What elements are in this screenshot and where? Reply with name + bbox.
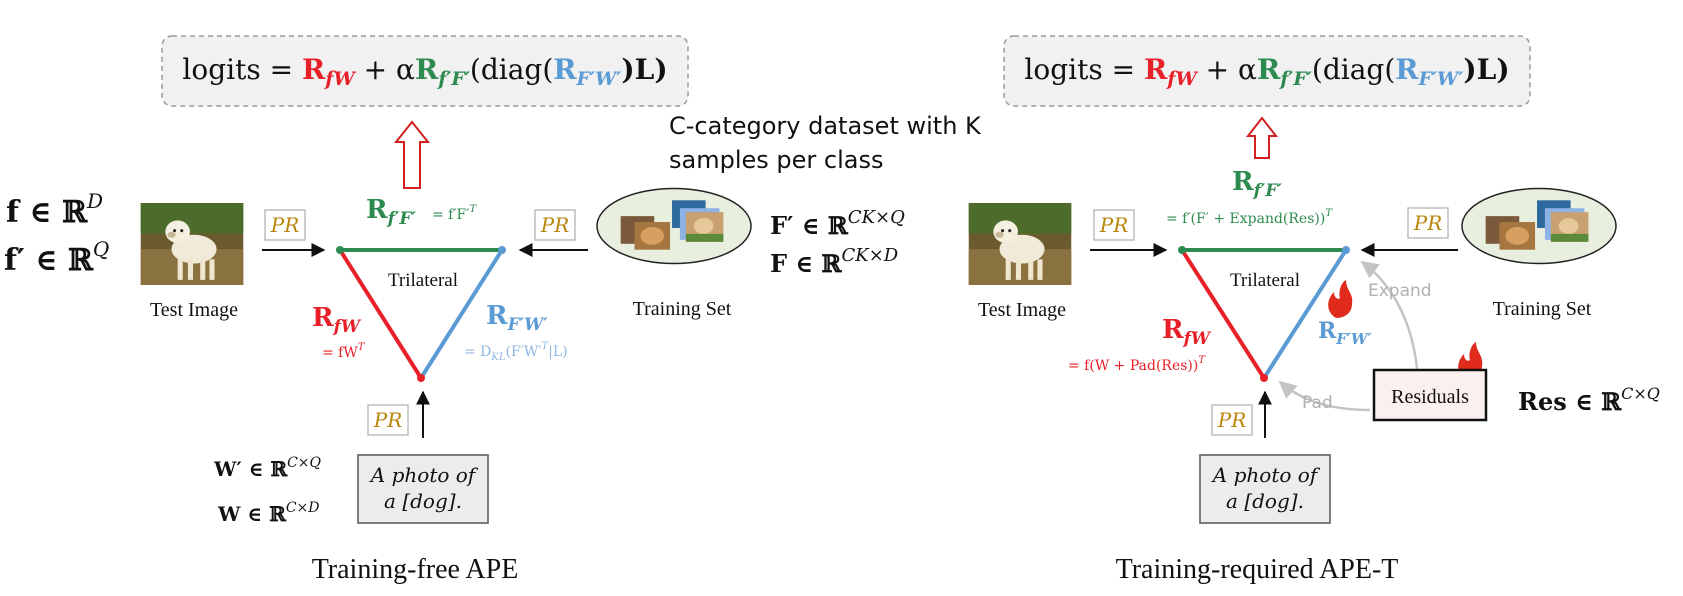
edge-f-F-label: Rf′F′ <box>366 195 416 229</box>
training-set-label: Training Set <box>1493 298 1592 320</box>
edge-F-W <box>1262 248 1348 380</box>
dataset-caption-line-1: C-category dataset with K <box>669 112 982 140</box>
test-image-label: Test Image <box>978 299 1066 321</box>
pad-label: Pad <box>1302 393 1333 413</box>
formula-text: logits = RfW + αRf′F′(diag(RF′W′)L) <box>1024 53 1509 90</box>
edge-f-F-formula: = f′F′T <box>432 204 477 223</box>
edge-F-W-formula: = DKL(F′W′T|L) <box>464 341 568 363</box>
svg-text:Residuals: Residuals <box>1391 386 1469 408</box>
edge-F-W <box>419 248 504 380</box>
svg-text:a [dog].: a [dog]. <box>1226 489 1304 513</box>
training-set-image <box>596 187 752 265</box>
W-prime-in-rcq: W′ ∈ ℝC×Q <box>213 455 322 481</box>
svg-text:PR: PR <box>270 213 300 237</box>
F-prime-in-rckq: F′ ∈ ℝCK×Q <box>770 207 905 240</box>
panel-title: Training-free APE <box>312 554 519 585</box>
vertex-f <box>1178 246 1186 254</box>
svg-text:A photo of: A photo of <box>1211 463 1321 487</box>
panel-title: Training-required APE-T <box>1116 554 1399 585</box>
edge-f-W <box>1180 248 1266 380</box>
vertex-F <box>498 246 506 254</box>
panel-training-required: logits = RfW + αRf′F′(diag(RF′W′)L) Rf′F… <box>968 35 1660 585</box>
pr-box-bottom: PR <box>1211 404 1253 436</box>
pr-box-right: PR <box>534 209 576 241</box>
svg-text:a [dog].: a [dog]. <box>384 489 462 513</box>
svg-text:PR: PR <box>1099 213 1129 237</box>
training-set-image <box>1461 187 1617 265</box>
edge-F-W-label: RF′W′ <box>486 301 548 335</box>
prompt-box: A photo of a [dog]. <box>1199 454 1331 524</box>
hollow-up-arrow <box>1245 116 1279 159</box>
formula-text: logits = RfW + αRf′F′(diag(RF′W′)L) <box>182 53 667 90</box>
svg-text:PR: PR <box>540 213 570 237</box>
f-in-rd: f ∈ ℝD <box>6 189 103 230</box>
pr-box-right: PR <box>1407 207 1449 239</box>
residuals-box: Residuals <box>1372 368 1488 422</box>
dataset-caption-line-2: samples per class <box>669 146 883 174</box>
edge-f-W-formula: = f(W + Pad(Res))T <box>1068 355 1206 374</box>
panel-training-free: logits = RfW + αRf′F′(diag(RF′W′)L) f ∈ … <box>4 35 905 585</box>
pr-box-left: PR <box>264 209 306 241</box>
vertex-W <box>417 374 425 382</box>
edge-f-F-formula: = f′(F′ + Expand(Res))T <box>1166 208 1333 227</box>
vertex-W <box>1260 374 1268 382</box>
svg-text:PR: PR <box>1413 211 1443 235</box>
W-in-rcd: W ∈ ℝC×D <box>217 500 319 526</box>
svg-text:PR: PR <box>1217 408 1247 432</box>
hollow-up-arrow <box>393 120 431 189</box>
edge-f-W-label: RfW <box>1162 315 1212 349</box>
edge-f-W <box>338 248 423 380</box>
prompt-box: A photo of a [dog]. <box>357 454 489 524</box>
svg-text:A photo of: A photo of <box>369 463 479 487</box>
trilateral-label: Trilateral <box>388 270 458 291</box>
pr-box-left: PR <box>1093 209 1135 241</box>
expand-label: Expand <box>1368 281 1432 301</box>
training-set-label: Training Set <box>633 298 732 320</box>
trilateral-label: Trilateral <box>1230 270 1300 291</box>
edge-F-W-label: RF′W′ <box>1318 318 1372 348</box>
F-in-rckd: F ∈ ℝCK×D <box>770 245 899 278</box>
svg-text:PR: PR <box>373 408 403 432</box>
edge-f-W-label: RfW <box>312 303 362 337</box>
vertex-F <box>1342 246 1350 254</box>
pad-arrow <box>1278 380 1371 412</box>
vertex-f <box>336 246 344 254</box>
res-in-rcq: Res ∈ ℝC×Q <box>1518 384 1660 416</box>
test-image <box>968 203 1072 285</box>
edge-f-W-formula: = fWT <box>322 342 366 361</box>
pr-box-bottom: PR <box>367 404 409 436</box>
test-image-label: Test Image <box>150 299 238 321</box>
edge-f-F-label: Rf′F′ <box>1232 167 1282 201</box>
flame-icon <box>1328 280 1353 318</box>
test-image <box>140 203 244 285</box>
f-prime-in-rq: f′ ∈ ℝQ <box>4 237 109 278</box>
formula-box <box>161 35 689 107</box>
formula-box <box>1003 35 1531 107</box>
